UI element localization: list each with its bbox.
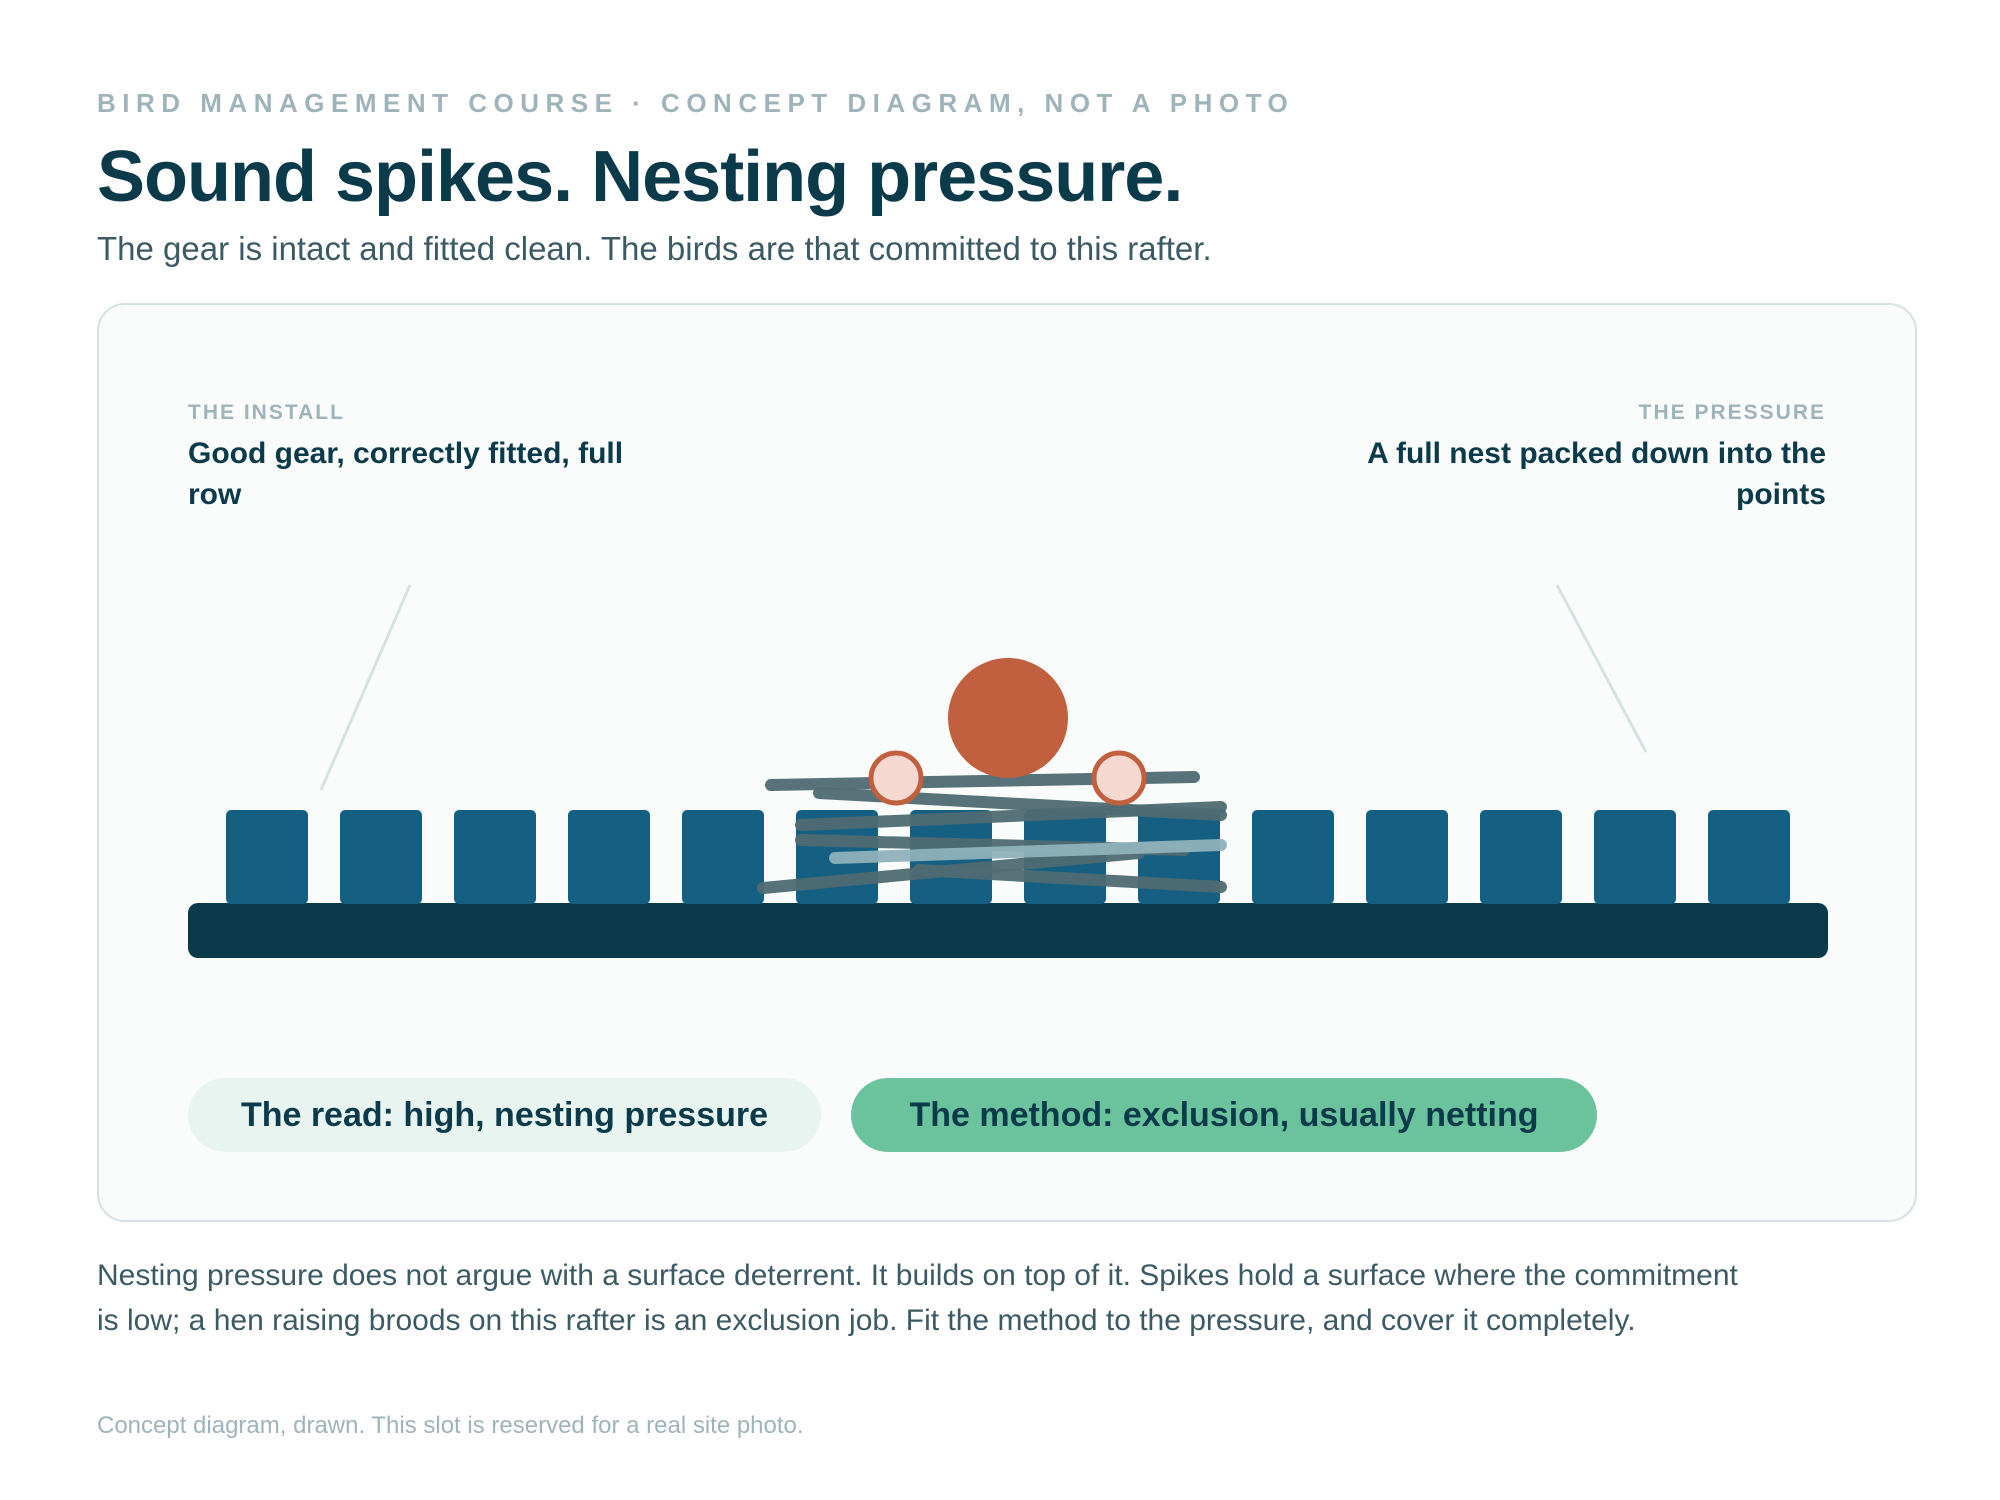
page: BIRD MANAGEMENT COURSE · CONCEPT DIAGRAM… xyxy=(97,0,1917,1500)
spike-block xyxy=(454,810,536,904)
spike-block xyxy=(226,810,308,904)
method-pill: The method: exclusion, usually netting xyxy=(851,1078,1597,1152)
adult-bird xyxy=(948,658,1068,778)
pressure-leader-line xyxy=(1555,584,1648,753)
rafter-beam xyxy=(188,903,1828,958)
nest-twig xyxy=(795,801,1227,831)
nest-twig xyxy=(829,839,1227,864)
spike-block xyxy=(1480,810,1562,904)
spike-block xyxy=(682,810,764,904)
spike-block xyxy=(568,810,650,904)
install-callout-text: Good gear, correctly fitted, full row xyxy=(188,437,624,511)
install-callout-label: THE INSTALL xyxy=(188,401,345,424)
nest-twig xyxy=(913,864,1227,893)
footnote: Concept diagram, drawn. This slot is res… xyxy=(97,1412,804,1439)
chick xyxy=(1091,750,1147,806)
page-subtitle: The gear is intact and fitted clean. The… xyxy=(97,230,1212,267)
spike-block xyxy=(1594,810,1676,904)
body-paragraph: Nesting pressure does not argue with a s… xyxy=(97,1259,1738,1337)
eyebrow: BIRD MANAGEMENT COURSE · CONCEPT DIAGRAM… xyxy=(97,88,1295,118)
diagram-card: THE INSTALL Good gear, correctly fitted,… xyxy=(97,303,1917,1222)
spike-block xyxy=(1708,810,1790,904)
chick xyxy=(868,750,924,806)
install-leader-line xyxy=(319,584,412,791)
spike-block xyxy=(340,810,422,904)
rafter-diagram xyxy=(188,584,1828,958)
spike-block xyxy=(1252,810,1334,904)
pressure-callout-label: THE PRESSURE xyxy=(1638,401,1826,424)
pressure-callout-text: A full nest packed down into the points xyxy=(1367,437,1826,511)
page-title: Sound spikes. Nesting pressure. xyxy=(97,137,1183,217)
read-pill: The read: high, nesting pressure xyxy=(188,1078,821,1152)
spike-block xyxy=(1366,810,1448,904)
